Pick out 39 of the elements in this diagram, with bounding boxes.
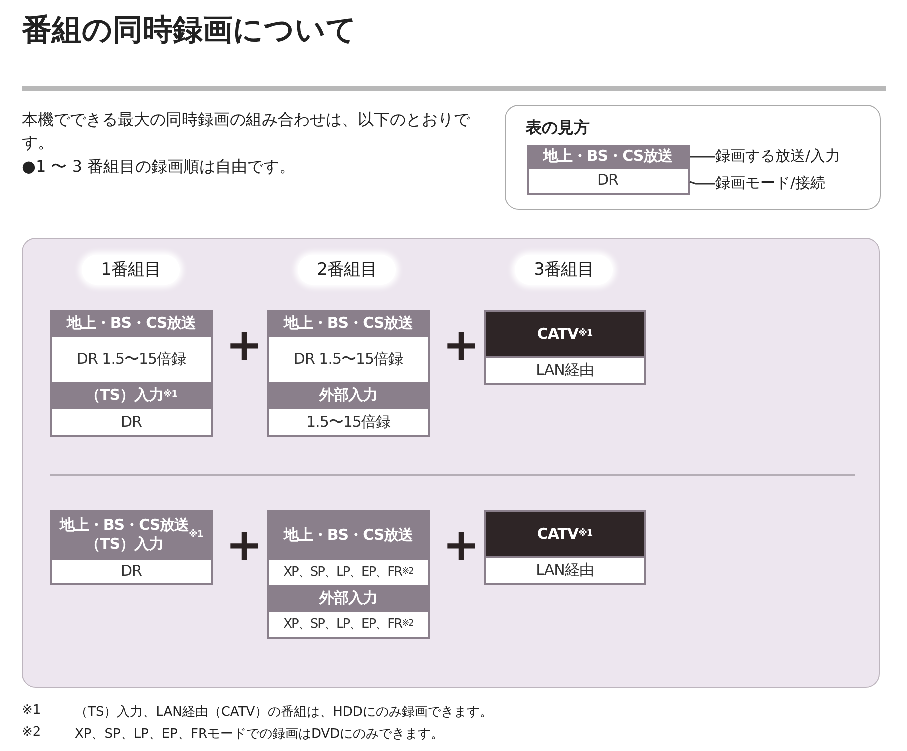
value-cell: DR [50, 409, 213, 437]
plus-sign: + [443, 526, 480, 566]
value-cell: DR 1.5〜15倍録 [50, 337, 213, 382]
footnote-text: XP、SP、LP、EP、FRモードでの録画はDVDにのみできます。 [75, 726, 444, 743]
footnote-text: ※2 [22, 725, 42, 740]
value-cell: 1.5〜15倍録 [267, 409, 430, 437]
leader-line [690, 181, 715, 185]
legend-card [505, 105, 881, 210]
header-cell: 地上・BS・CS放送 [267, 510, 430, 560]
legend-title: 表の見方 [525, 117, 590, 139]
header-cell: 地上・BS・CS放送 [526, 144, 690, 168]
oval-label: 3番組目 [515, 255, 613, 285]
plus-sign: + [226, 326, 263, 366]
oval-label: 1番組目 [82, 255, 180, 285]
value-cell: DR [526, 168, 690, 194]
plus-sign: + [443, 326, 480, 366]
callout-text: 録画モード/接続 [716, 172, 866, 196]
leader-line [690, 156, 715, 158]
header-cell: 地上・BS・CS放送 [50, 310, 213, 337]
header-cell: （TS）入力$^{※1}$ [50, 382, 213, 409]
header-cell: CATV$^{※1}$ [484, 310, 646, 358]
intro-text: ●1 〜 3 番組目の録画順は自由です。 [22, 156, 297, 178]
plus-sign: + [226, 526, 263, 566]
value-cell: LAN経由 [484, 558, 646, 585]
oval-label: 2番組目 [298, 255, 396, 285]
value-cell: XP、SP、LP、EP、FR$^{※2}$ [267, 612, 430, 639]
header-cell: 地上・BS・CS放送 [267, 310, 430, 337]
value-cell: DR [50, 560, 213, 585]
value-cell: DR 1.5〜15倍録 [267, 337, 430, 382]
intro-text: 本機でできる最大の同時録画の組み合わせは、以下のとおりです。 [22, 109, 472, 154]
page-title: 番組の同時録画について [22, 12, 357, 50]
value-cell: LAN経由 [484, 358, 646, 385]
header-cell: 外部入力 [267, 585, 430, 612]
value-cell: XP、SP、LP、EP、FR$^{※2}$ [267, 560, 430, 585]
footnote-text: ※1 [22, 703, 42, 718]
header-cell: 外部入力 [267, 382, 430, 409]
callout-text: 録画する放送/入力 [716, 144, 866, 168]
header-cell: CATV$^{※1}$ [484, 510, 646, 558]
footnote-text: （TS）入力、LAN経由（CATV）の番組は、HDDにのみ録画できます。 [75, 704, 493, 721]
